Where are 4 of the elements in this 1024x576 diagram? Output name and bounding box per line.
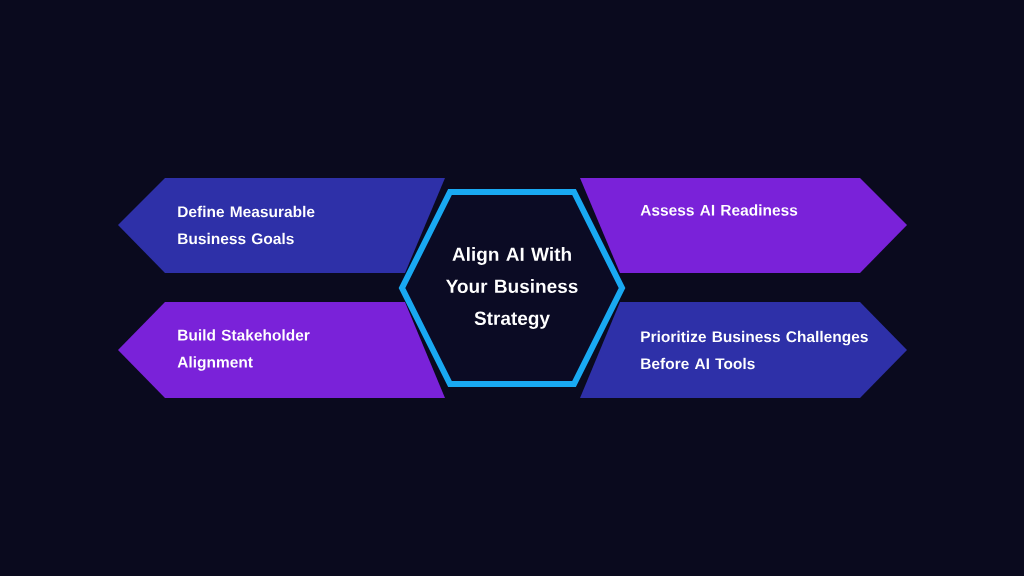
text-banner: Prioritize Business Challenges Before AI Tools: [580, 302, 907, 398]
text-banner: Assess AI Readiness: [580, 178, 907, 273]
text-banner: Build Stakeholder Alignment: [118, 302, 445, 398]
text-banner: Define Measurable Business Goals: [118, 178, 445, 273]
